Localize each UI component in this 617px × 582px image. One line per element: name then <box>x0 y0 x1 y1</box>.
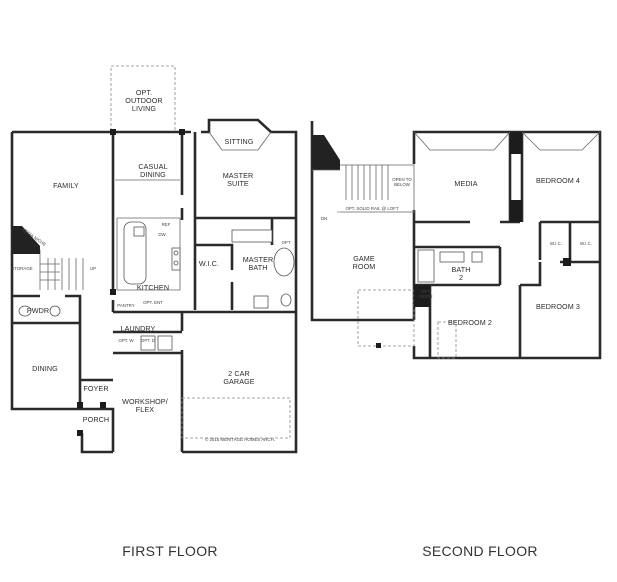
room-label-dining: DINING <box>32 364 58 373</box>
second-floor-niche-fill <box>312 135 340 170</box>
room-label-bedroom3: BEDROOM 3 <box>536 302 580 311</box>
room-label-wic-first: W.I.C. <box>199 259 219 268</box>
room-label-opt-rail: OPT. SOLID RAIL @ LOFT <box>345 206 398 211</box>
room-label-opt-outdoor-1: OPT. <box>136 88 152 97</box>
master-toilet-icon <box>280 293 292 307</box>
room-label-porch: PORCH <box>83 415 109 424</box>
room-label-opt-outdoor-3: LIVING <box>132 104 156 113</box>
room-label-casual-2: DINING <box>140 170 166 179</box>
second-floor-interior-walls <box>414 132 600 358</box>
room-label-game-2: ROOM <box>353 262 376 271</box>
room-label-workshop-1: WORKSHOP/ <box>122 397 168 406</box>
bedroom4-tray-ceiling <box>521 131 601 151</box>
kitchen-sink-icon <box>133 226 145 237</box>
room-label-bedroom2: BEDROOM 2 <box>448 318 492 327</box>
cooktop-icon <box>171 247 181 271</box>
media-tray-ceiling <box>413 131 511 151</box>
room-label-laundry: LAUNDRY <box>121 324 156 333</box>
room-label-open-to-below-1: OPEN TO <box>392 177 412 182</box>
room-label-opt: OPT <box>281 240 290 245</box>
room-label-up: UP <box>90 266 96 271</box>
tub-icon <box>273 247 295 277</box>
room-label-storage: STORAGE <box>11 266 32 271</box>
room-label-bedroom4: BEDROOM 4 <box>536 176 580 185</box>
second-floor-caption: SECOND FLOOR <box>422 543 538 559</box>
dryer-icon <box>157 335 173 351</box>
room-label-workshop-2: FLEX <box>136 405 154 414</box>
bath2-tub-icon <box>417 249 435 283</box>
open-to-below-stairs <box>312 164 415 213</box>
room-label-open-to-below-2: BELOW <box>394 182 411 187</box>
room-label-opt-w: OPT. W <box>118 338 134 343</box>
room-label-foyer: FOYER <box>83 384 108 393</box>
room-label-pwdr: PWDR <box>27 306 49 315</box>
bath2-vanity-icon <box>439 251 465 263</box>
kitchen-island <box>123 221 147 285</box>
room-label-pantry: PANTRY <box>117 303 134 308</box>
room-label-kitchen: KITCHEN <box>137 283 169 292</box>
game-room-dashed-area <box>357 289 415 347</box>
master-vanity-icon <box>231 229 273 243</box>
bedroom2-closet <box>437 321 457 359</box>
bath2-toilet-icon <box>471 251 483 263</box>
room-label-ref: REF <box>162 222 171 227</box>
room-label-garage-2: GARAGE <box>223 377 254 386</box>
room-label-dn: DN <box>321 216 327 221</box>
room-label-bath2-2: 2 <box>459 273 463 282</box>
room-label-opt-ent: OPT. ENT <box>143 300 163 305</box>
room-label-wic-second-a: W.I.C. <box>550 241 562 246</box>
pwdr-toilet-icon <box>18 305 32 317</box>
first-floor-outer-wall <box>10 118 298 454</box>
room-label-sitting: SITTING <box>224 137 253 146</box>
shower-icon <box>253 295 269 309</box>
room-label-master-bath-2: BATH <box>248 263 267 272</box>
room-label-dw: DW <box>158 232 166 237</box>
room-label-master-bath-1: MASTER <box>243 255 274 264</box>
second-floor-plan <box>310 121 602 360</box>
room-label-game-1: GAME <box>353 254 375 263</box>
room-label-media: MEDIA <box>454 179 477 188</box>
garage-door-line <box>181 397 291 439</box>
room-label-opt-d: OPT. D <box>141 338 155 343</box>
room-label-master-2: SUITE <box>227 179 249 188</box>
first-floor-plan <box>10 65 298 454</box>
pwdr-sink-icon <box>49 305 61 317</box>
room-label-casual-1: CASUAL <box>138 162 167 171</box>
room-label-opt-door-1: OPT. <box>421 289 431 294</box>
first-floor-caption: FIRST FLOOR <box>122 543 218 559</box>
room-label-opt-outdoor-2: OUTDOOR <box>125 96 162 105</box>
room-label-bath2-1: BATH <box>451 265 470 274</box>
sitting-bay <box>208 131 272 151</box>
room-label-family: FAMILY <box>53 181 79 190</box>
room-label-garage-1: 2 CAR <box>228 369 250 378</box>
room-label-wic-second-b: W.I.C. <box>580 241 592 246</box>
copyright-note: © 2015 MERITAGE HOMES ARCH. <box>205 437 275 442</box>
kitchen-outline <box>116 217 181 291</box>
room-label-opt-door-2: DOOR <box>419 294 432 299</box>
washer-icon <box>140 335 156 351</box>
media-niche-fill <box>12 226 40 254</box>
room-label-master-1: MASTER <box>223 171 254 180</box>
